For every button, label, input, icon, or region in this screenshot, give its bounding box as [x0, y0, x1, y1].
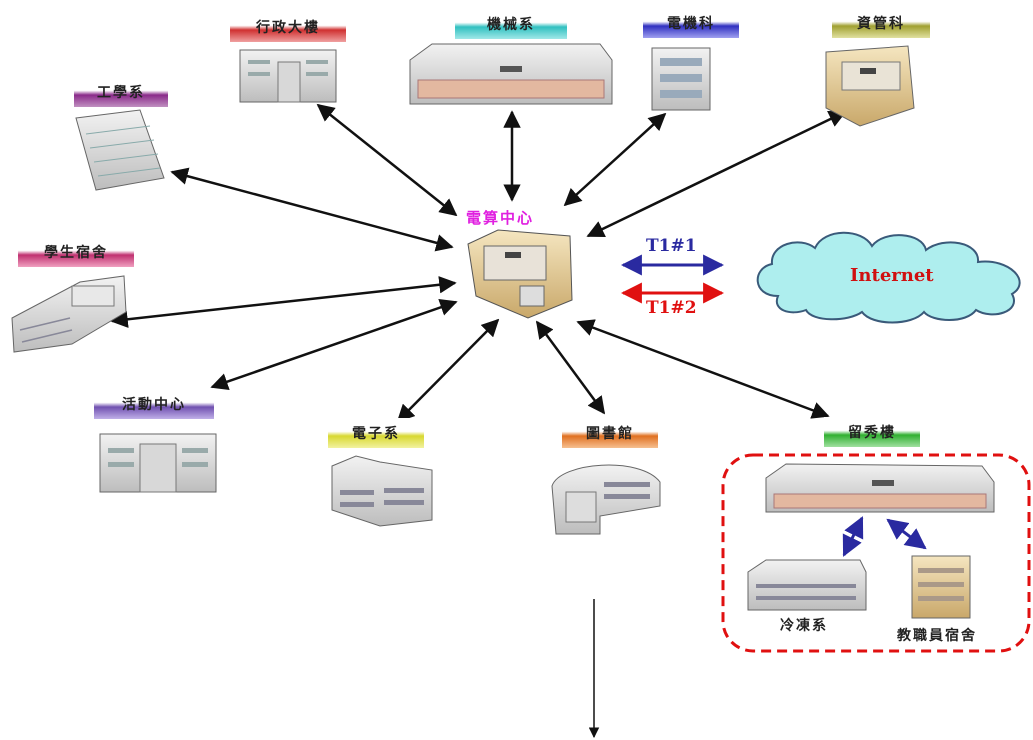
- sub-caption-jiaozhi: 教職員宿舍: [897, 628, 977, 644]
- link-ziguan: [586, 110, 847, 238]
- liuxiu-building: [765, 463, 995, 513]
- label-gongxue: 工學系: [74, 77, 168, 107]
- dianji-building: [651, 47, 711, 111]
- link-gongxue: [170, 167, 454, 252]
- link-liuxiu: [576, 319, 830, 419]
- link-xuesheng: [110, 276, 457, 328]
- label-jixie: 機械系: [455, 9, 567, 39]
- link-tushu: [535, 320, 606, 415]
- label-xuesheng: 學生宿舍: [18, 237, 134, 267]
- label-ziguan: 資管科: [832, 8, 930, 38]
- gongxue-building: [75, 109, 165, 191]
- tushu-building: [551, 464, 661, 535]
- t1-2-label: T1#2: [646, 298, 697, 318]
- dianzi-building: [331, 455, 433, 527]
- connections: [110, 103, 847, 739]
- cloud-shape: [756, 231, 1021, 324]
- link-dianzi: [396, 318, 500, 423]
- link-xingzheng: [316, 103, 458, 217]
- jixie-building: [409, 43, 613, 105]
- link-dianji: [563, 112, 667, 207]
- sub-caption-lengdong: 冷凍系: [780, 618, 828, 634]
- label-dianji: 電機科: [643, 8, 739, 38]
- xuesheng-building: [11, 275, 127, 353]
- internet-cloud: [756, 231, 1021, 324]
- jiaozhi-building: [911, 555, 971, 619]
- label-xingzheng: 行政大樓: [230, 12, 346, 42]
- t1-1-label: T1#1: [646, 236, 697, 256]
- huodong-building: [99, 433, 217, 493]
- hub-building: [467, 229, 573, 319]
- sub-link-right: [886, 518, 927, 550]
- lengdong-building: [747, 559, 867, 611]
- label-huodong: 活動中心: [94, 389, 214, 419]
- ziguan-building: [825, 45, 915, 127]
- label-dianzi: 電子系: [328, 418, 424, 448]
- campus-group-frame: [721, 453, 1031, 653]
- hub-label: 電算中心: [466, 209, 535, 227]
- label-liuxiu: 留秀樓: [824, 417, 920, 447]
- sub-link-left: [842, 516, 864, 557]
- xingzheng-building: [239, 49, 337, 103]
- label-tushu: 圖書館: [562, 418, 658, 448]
- internet-label: Internet: [850, 265, 934, 286]
- link-huodong: [210, 298, 458, 391]
